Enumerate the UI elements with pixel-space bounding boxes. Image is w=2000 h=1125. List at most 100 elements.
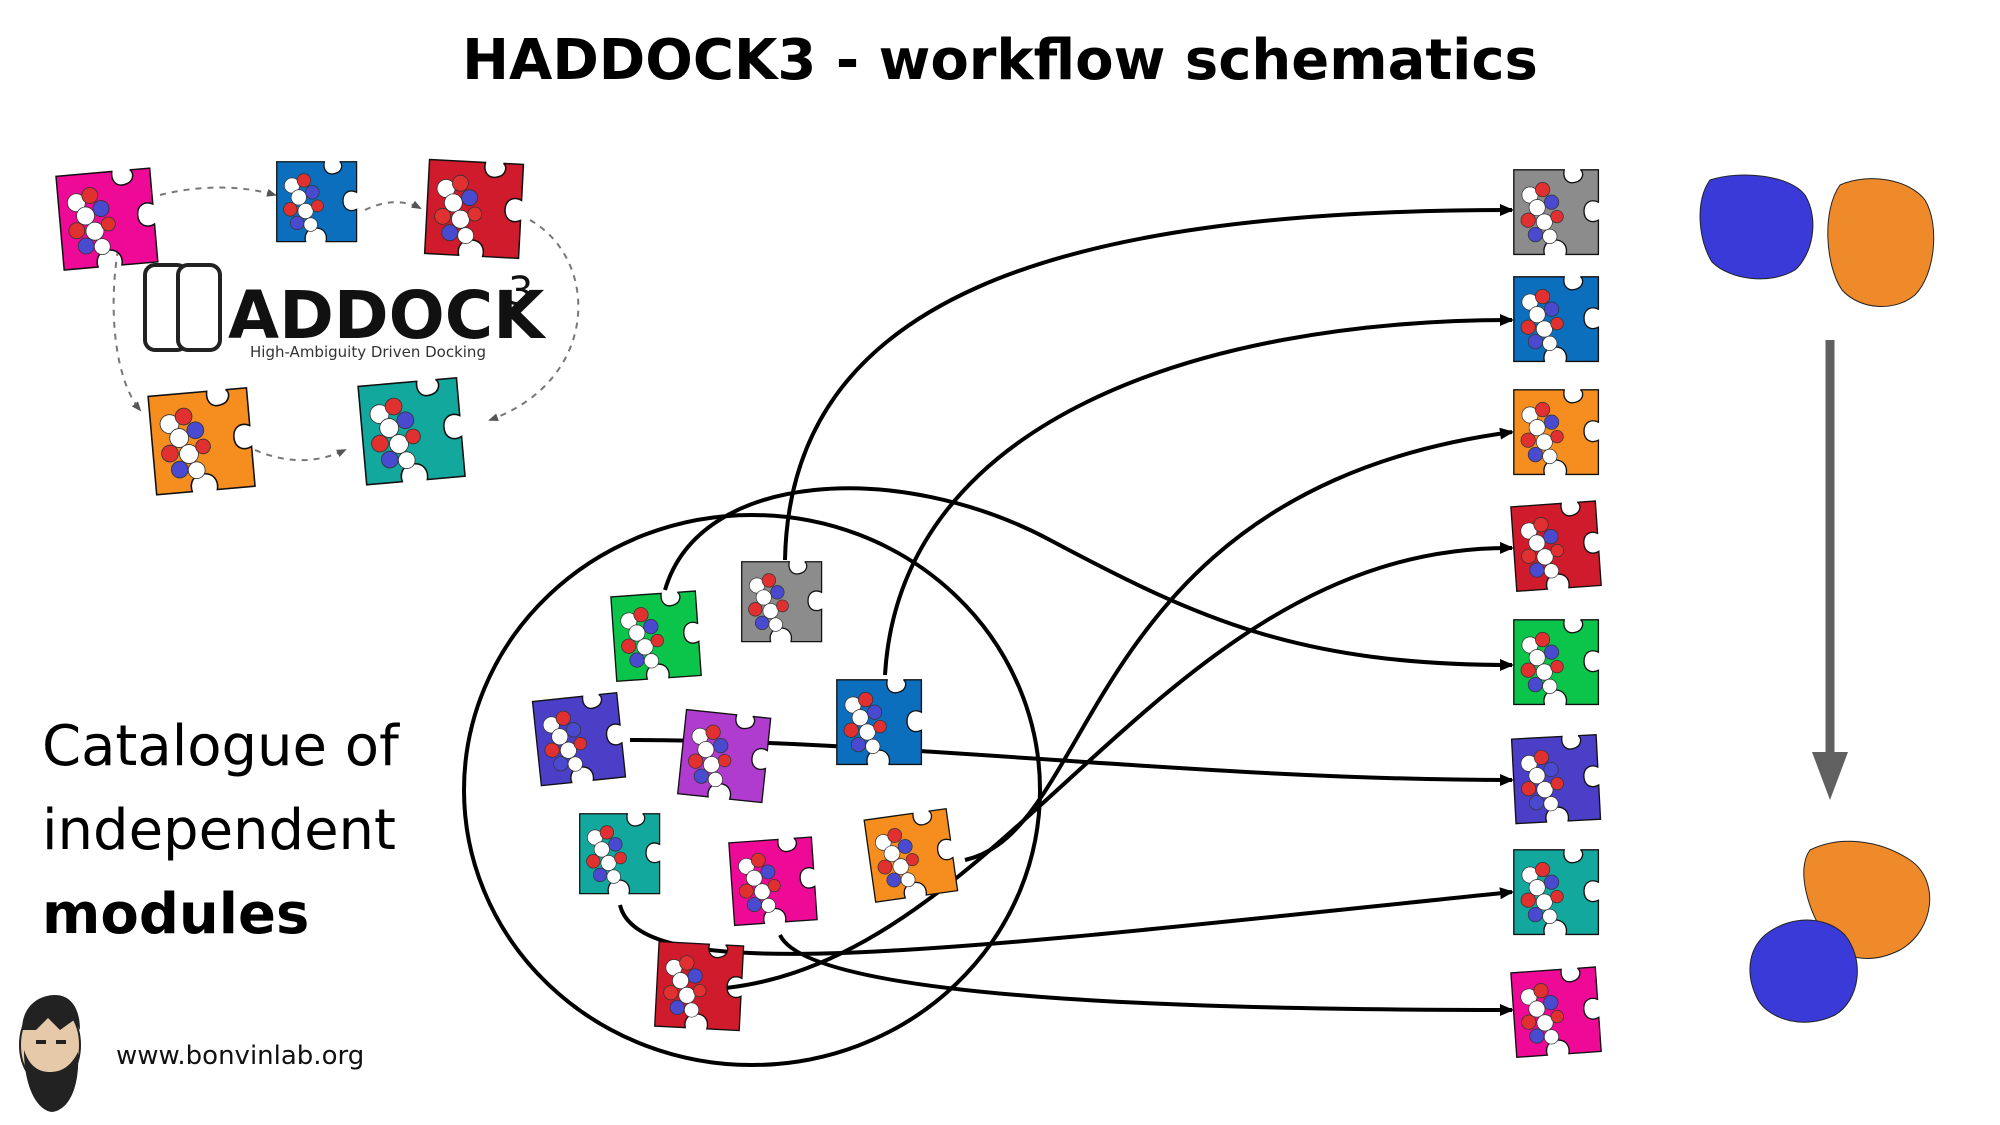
molecule-atom xyxy=(858,692,874,708)
puzzle-piece-blue-catalogue xyxy=(836,679,923,766)
molecule-atom xyxy=(1544,644,1560,660)
molecule-atom xyxy=(296,173,312,188)
molecule-atom xyxy=(544,742,560,758)
haddock-logo-cycle: ADDOCK 3 High-Ambiguity Driven Docking xyxy=(55,158,580,496)
molecule-atom xyxy=(1533,517,1549,533)
molecule-atom xyxy=(703,756,720,774)
molecule-atom xyxy=(1543,761,1559,778)
molecule-atom xyxy=(586,854,601,869)
molecule-atom xyxy=(1520,892,1536,908)
molecule-atom xyxy=(1527,227,1543,243)
molecule-atom xyxy=(389,434,409,454)
avatar xyxy=(19,995,81,1112)
molecule-atom xyxy=(396,411,415,430)
molecule-atom xyxy=(1521,781,1537,797)
website-link[interactable]: www.bonvinlab.org xyxy=(116,1041,365,1071)
molecule-atom xyxy=(892,858,910,875)
catalogue-caption: Catalogue of independent modules xyxy=(42,705,399,957)
molecule-atom xyxy=(1543,995,1559,1011)
molecule-atom xyxy=(858,723,876,741)
molecule-atom xyxy=(305,185,320,200)
molecule-atom xyxy=(672,972,689,990)
molecule-atom xyxy=(1550,316,1564,331)
molecule-atom xyxy=(600,855,617,871)
molecule-atom xyxy=(761,897,776,913)
molecule-atom xyxy=(867,704,883,720)
catalogue-line-2: independent xyxy=(42,798,396,863)
puzzle-piece-blue-logo xyxy=(276,161,358,243)
molecule-atom xyxy=(81,187,99,204)
molecule-atom xyxy=(760,864,776,880)
molecule-atom xyxy=(621,638,637,654)
molecule-atom xyxy=(877,859,893,875)
protein-complex-docked xyxy=(1749,840,1931,1023)
molecule-atom xyxy=(1550,1009,1564,1024)
molecule-atom xyxy=(606,869,621,884)
molecule-atom xyxy=(843,722,859,738)
molecule-atom xyxy=(684,1002,700,1018)
molecule-atom xyxy=(303,217,318,232)
molecule-atom xyxy=(551,728,569,746)
connector-magenta xyxy=(778,934,1514,1016)
molecule-atom xyxy=(457,227,475,244)
molecule-atom xyxy=(161,444,179,463)
puzzle-piece-green-workflow xyxy=(1513,619,1600,706)
molecule-atom xyxy=(397,451,416,470)
molecule-atom xyxy=(1542,678,1558,694)
molecule-atom xyxy=(754,615,770,631)
molecule-atom xyxy=(850,737,866,753)
molecule-atom xyxy=(1520,432,1536,448)
molecule-atom xyxy=(1542,448,1558,464)
molecule-atom xyxy=(669,999,685,1015)
molecule-atom xyxy=(900,872,916,888)
molecule-atom xyxy=(1550,209,1564,224)
molecule-atom xyxy=(887,828,903,843)
molecule-atom xyxy=(573,736,588,751)
molecule-atom xyxy=(755,589,772,606)
molecule-atom xyxy=(768,617,783,632)
connector-red xyxy=(689,541,1514,992)
molecule-atom xyxy=(100,216,116,232)
molecule-atom xyxy=(1536,548,1554,566)
molecule-atom xyxy=(434,207,452,225)
molecule-atom xyxy=(76,206,95,226)
molecule-atom xyxy=(713,738,729,754)
puzzle-piece-gray-catalogue xyxy=(741,561,823,643)
logo-superscript: 3 xyxy=(508,269,533,315)
molecule-atom xyxy=(748,602,763,617)
logo-word: ADDOCK xyxy=(228,277,547,354)
molecule-atom xyxy=(555,710,571,726)
molecule-atom xyxy=(1521,1014,1537,1030)
molecule-atom xyxy=(405,428,421,445)
molecule-atom xyxy=(186,421,205,440)
molecule-atom xyxy=(883,845,901,862)
molecule-atom xyxy=(187,461,206,480)
molecule-atom xyxy=(1520,319,1536,335)
molecule-atom xyxy=(636,638,654,656)
molecule-atom xyxy=(461,189,479,207)
molecule-atom xyxy=(750,852,766,868)
molecule-atom xyxy=(1543,563,1560,579)
molecule-atom xyxy=(1544,414,1560,430)
haddock-logo: ADDOCK 3 High-Ambiguity Driven Docking xyxy=(143,263,547,361)
molecule-atom xyxy=(761,573,777,588)
molecule-atom xyxy=(705,724,721,740)
molecule-atom xyxy=(384,397,403,416)
protein-orange-unbound xyxy=(1827,178,1935,307)
molecule-atom xyxy=(1528,419,1546,437)
molecule-atom xyxy=(753,883,771,900)
molecule-atom xyxy=(1535,320,1553,338)
molecule-atom xyxy=(593,841,610,858)
molecule-atom xyxy=(697,741,715,759)
workflow-column xyxy=(1510,169,1602,1058)
molecule-atom xyxy=(1550,429,1564,444)
molecule-atom xyxy=(707,771,723,788)
molecule-atom xyxy=(687,968,703,984)
molecule-atom xyxy=(283,202,298,217)
puzzle-piece-red-logo xyxy=(423,158,525,260)
molecule-atom xyxy=(1535,433,1553,451)
molecule-atom xyxy=(443,193,463,213)
molecule-atom xyxy=(559,741,577,759)
molecule-atom xyxy=(1550,659,1564,674)
molecule-atom xyxy=(1535,893,1553,911)
